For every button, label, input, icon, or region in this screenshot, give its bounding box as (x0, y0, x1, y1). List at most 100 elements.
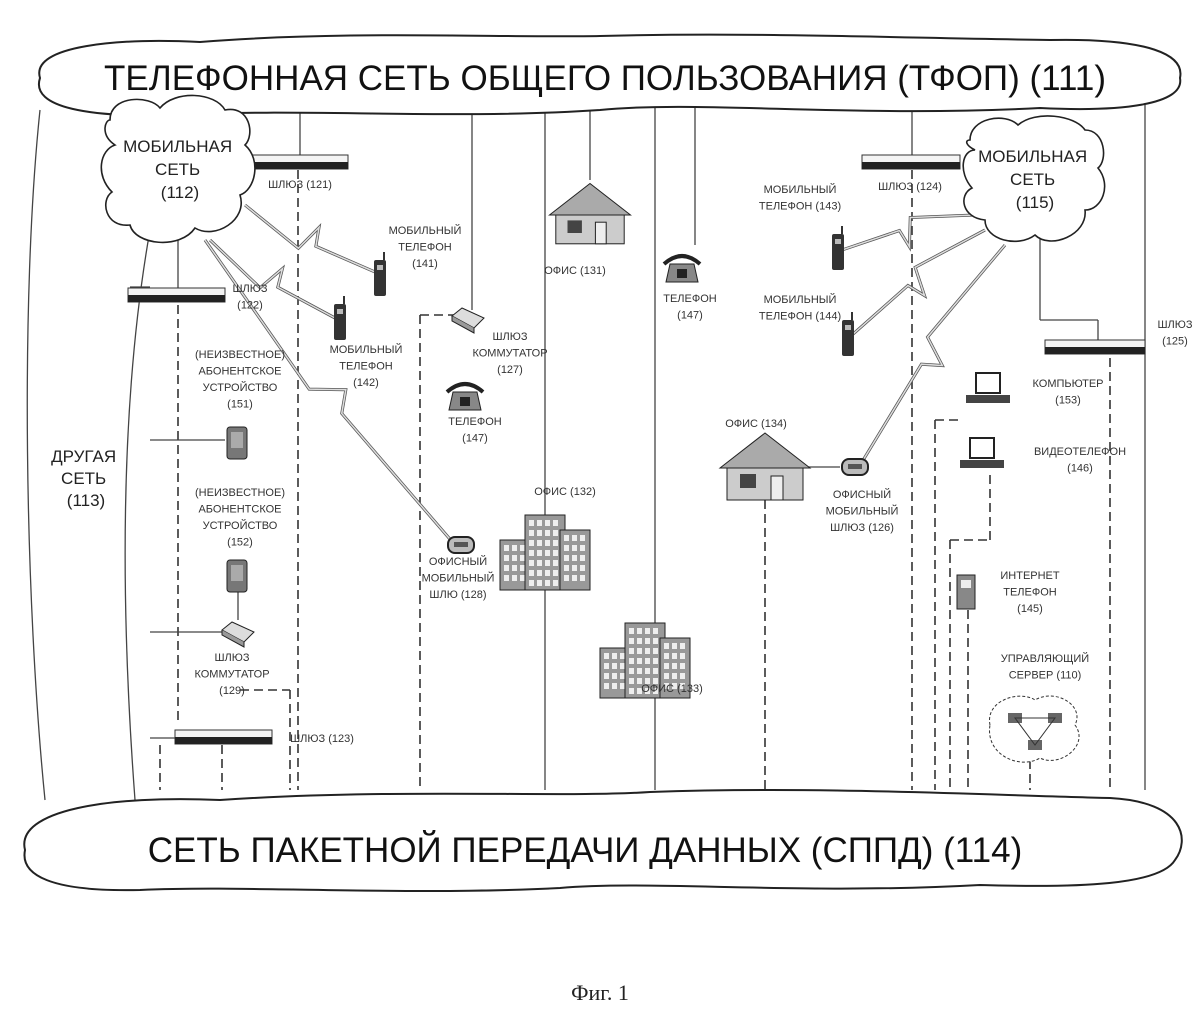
label-line: (151) (227, 399, 253, 411)
label-gw125: ШЛЮЗ (125) (1157, 319, 1192, 348)
mobile-phone-141-icon (374, 252, 386, 296)
label-line: (НЕИЗВЕСТНОЕ) (195, 487, 285, 499)
label-mp143: МОБИЛЬНЫЙ ТЕЛЕФОН (143) (759, 183, 841, 213)
label-gw122: ШЛЮЗ (122) (232, 283, 267, 312)
mobile-phone-144-icon (842, 312, 854, 356)
label-line: ШЛЮЗ (121) (268, 179, 332, 191)
label-of134: ОФИС (134) (725, 418, 787, 430)
pstn-label: ТЕЛЕФОННАЯ СЕТЬ ОБЩЕГО ПОЛЬЗОВАНИЯ (ТФОП… (104, 59, 1106, 98)
label-line: ТЕЛЕФОН (448, 416, 502, 428)
label-sw127: ШЛЮЗКОММУТАТОР(127) (472, 331, 547, 376)
switch-gateway-129-icon (222, 622, 254, 647)
label-line: МОБИЛЬНЫЙ (826, 505, 899, 518)
label-line: МОБИЛЬНЫЙ (422, 572, 495, 585)
label-ud152: (НЕИЗВЕСТНОЕ)АБОНЕНТСКОЕУСТРОЙСТВО(152) (195, 487, 285, 549)
label-line: КОММУТАТОР (194, 669, 269, 681)
label-omg126: ОФИСНЫЙ МОБИЛЬНЫЙ ШЛЮЗ (126) (826, 488, 899, 534)
label-line: КОММУТАТОР (472, 348, 547, 360)
label-gw124: ШЛЮЗ (124) (878, 181, 942, 193)
label-of131: ОФИС (131) (544, 265, 606, 277)
label-line: ОФИС (133) (641, 683, 703, 695)
wireless-link-141 (245, 205, 375, 272)
office-134-icon (720, 433, 810, 500)
label-of133: ОФИС (133) (641, 683, 703, 695)
label-line: МОБИЛЬНЫЙ (389, 224, 462, 237)
gateway-124-icon[interactable] (862, 155, 960, 169)
office-mobile-gateway-128-icon (448, 537, 474, 553)
subscriber-device-152-icon (227, 560, 247, 592)
label-line: ШЛЮ (128) (429, 589, 486, 601)
label-ph147b: ТЕЛЕФОН (147) (448, 416, 502, 445)
other-network-label: ДРУГАЯ СЕТЬ (113) (51, 447, 121, 510)
label-mp144: МОБИЛЬНЫЙ ТЕЛЕФОН (144) (759, 293, 841, 323)
label-line: ШЛЮЗ (126) (830, 522, 894, 534)
desk-phone-147b-icon (447, 384, 483, 410)
mobile-phone-142-icon (334, 296, 346, 340)
label-pc153: КОМПЬЮТЕР(153) (1032, 378, 1103, 407)
label-line: ВИДЕОТЕЛЕФОН (1034, 446, 1126, 458)
gateway-125-icon[interactable] (1045, 340, 1145, 354)
label-gw123: ШЛЮЗ (123) (290, 733, 354, 745)
label-line: ОФИС (131) (544, 265, 606, 277)
label-line: ШЛЮЗ (124) (878, 181, 942, 193)
office-mobile-gateway-126-icon (842, 459, 868, 475)
label-line: УСТРОЙСТВО (203, 519, 278, 532)
label-mp141: МОБИЛЬНЫЙ ТЕЛЕФОН (141) (389, 224, 462, 270)
computer-153-icon (966, 373, 1010, 403)
subscriber-device-151-icon (227, 427, 247, 459)
label-line: (152) (227, 537, 253, 549)
label-line: (145) (1017, 603, 1043, 615)
label-line: МОБИЛЬНЫЙ (330, 343, 403, 356)
label-line: ТЕЛЕФОН (144) (759, 311, 841, 323)
switch-gateway-127-icon (452, 308, 484, 333)
pdn-label: СЕТЬ ПАКЕТНОЙ ПЕРЕДАЧИ ДАННЫХ (СППД) (11… (148, 830, 1023, 870)
label-ud151: (НЕИЗВЕСТНОЕ) АБОНЕНТСКОЕ УСТРОЙСТВО (151) (195, 349, 285, 411)
control-server-110-icon (990, 696, 1080, 762)
label-line: (153) (1055, 395, 1081, 407)
label-ph147a: ТЕЛЕФОН(147) (663, 293, 717, 322)
videophone-146-icon (960, 438, 1004, 468)
label-line: (125) (1162, 336, 1188, 348)
label-line: МОБИЛЬНЫЙ (764, 293, 837, 306)
label-line: АБОНЕНТСКОЕ (198, 366, 281, 378)
mobile-network-112: МОБИЛЬНАЯ СЕТЬ (112) (101, 95, 255, 242)
label-line: (142) (353, 377, 379, 389)
label-line: ОФИС (132) (534, 486, 596, 498)
label-gw121: ШЛЮЗ (121) (268, 179, 332, 191)
label-line: ОФИСНЫЙ (833, 488, 891, 501)
label-line: МОБИЛЬНЫЙ (764, 183, 837, 196)
label-line: (147) (677, 310, 703, 322)
label-line: УСТРОЙСТВО (203, 381, 278, 394)
label-line: (НЕИЗВЕСТНОЕ) (195, 349, 285, 361)
label-mp142: МОБИЛЬНЫЙ ТЕЛЕФОН (142) (330, 343, 403, 389)
internet-phone-145-icon (957, 575, 975, 609)
wireless-link-142 (210, 240, 335, 318)
label-omg128: ОФИСНЫЙМОБИЛЬНЫЙШЛЮ (128) (422, 555, 495, 601)
label-srv110: УПРАВЛЯЮЩИЙСЕРВЕР (110) (1001, 652, 1089, 682)
label-line: ТЕЛЕФОН (339, 361, 393, 373)
label-of132: ОФИС (132) (534, 486, 596, 498)
desk-phone-147-icon (664, 256, 700, 282)
office-132-icon (500, 515, 590, 590)
label-line: (141) (412, 258, 438, 270)
office-131-icon (550, 184, 631, 244)
gateway-122-icon[interactable] (128, 288, 225, 302)
gateway-121-icon[interactable] (250, 155, 348, 169)
figure-caption: Фиг. 1 (571, 980, 629, 1005)
label-line: (129) (219, 685, 245, 697)
label-line: (122) (237, 300, 263, 312)
mobile-phone-143-icon (832, 226, 844, 270)
label-line: ШЛЮЗ (232, 283, 267, 295)
gateway-123-icon[interactable] (175, 730, 272, 744)
packet-data-network-cloud: СЕТЬ ПАКЕТНОЙ ПЕРЕДАЧИ ДАННЫХ (СППД) (11… (24, 790, 1182, 891)
label-vp146: ВИДЕОТЕЛЕФОН(146) (1034, 446, 1126, 475)
label-line: ТЕЛЕФОН (143) (759, 201, 841, 213)
label-line: ТЕЛЕФОН (398, 242, 452, 254)
label-line: УПРАВЛЯЮЩИЙ (1001, 652, 1089, 665)
label-line: (147) (462, 433, 488, 445)
label-line: ОФИС (134) (725, 418, 787, 430)
label-line: ШЛЮЗ (1157, 319, 1192, 331)
wireless-link-126 (862, 245, 1005, 462)
